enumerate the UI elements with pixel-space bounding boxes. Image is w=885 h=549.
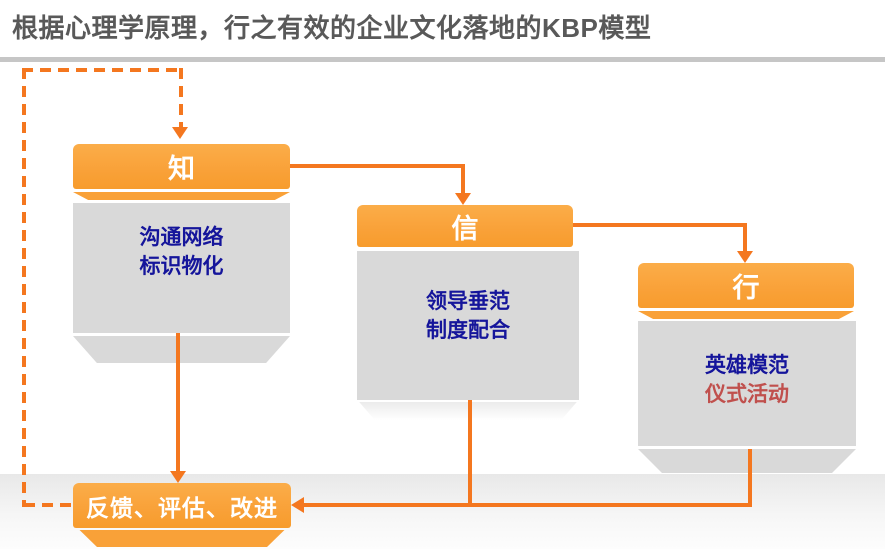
node-know-body: 沟通网络 标识物化 bbox=[73, 203, 290, 333]
node-know-base-trapezoid bbox=[73, 336, 290, 363]
arrow-down-icon bbox=[455, 193, 471, 205]
title-divider bbox=[0, 57, 885, 62]
connector-believe-practice-h bbox=[572, 223, 747, 227]
feedback-loop-dash-top bbox=[22, 68, 182, 72]
arrow-down-icon bbox=[172, 127, 188, 139]
node-believe-line2: 制度配合 bbox=[426, 319, 510, 342]
node-believe-body: 领导垂范 制度配合 bbox=[357, 251, 579, 400]
node-believe-line1: 领导垂范 bbox=[426, 290, 510, 313]
node-practice-base-trapezoid bbox=[638, 449, 856, 473]
node-practice-header: 行 bbox=[638, 263, 854, 308]
arrow-down-icon bbox=[170, 471, 186, 483]
node-know-line2: 标识物化 bbox=[139, 255, 224, 278]
node-know-header-trapezoid bbox=[73, 192, 290, 200]
connector-collector-h bbox=[303, 503, 752, 507]
arrow-left-icon bbox=[291, 497, 304, 513]
feedback-loop-dash-bottom bbox=[24, 503, 72, 507]
node-practice-body: 英雄模范 仪式活动 bbox=[638, 321, 856, 446]
feedback-base-trapezoid bbox=[79, 530, 285, 547]
connector-know-believe-h bbox=[290, 164, 465, 168]
node-believe-header: 信 bbox=[357, 205, 573, 247]
connector-know-believe-v bbox=[461, 164, 465, 194]
feedback-loop-dash-left bbox=[22, 68, 26, 507]
arrow-down-icon bbox=[737, 251, 753, 263]
node-know-line1: 沟通网络 bbox=[139, 226, 224, 249]
node-know-header: 知 bbox=[73, 144, 290, 189]
page-title: 根据心理学原理，行之有效的企业文化落地的KBP模型 bbox=[12, 13, 652, 43]
node-practice-header-trapezoid bbox=[638, 311, 854, 319]
feedback-loop-dash-down bbox=[179, 68, 183, 128]
connector-believe-practice-v bbox=[743, 223, 747, 251]
connector-know-feedback-v bbox=[176, 333, 180, 472]
feedback-box: 反馈、评估、改进 bbox=[73, 483, 291, 528]
connector-practice-down-v bbox=[748, 449, 752, 507]
connector-believe-down-v bbox=[468, 394, 472, 507]
node-practice-line2: 仪式活动 bbox=[705, 383, 789, 406]
node-practice-line1: 英雄模范 bbox=[705, 354, 789, 377]
